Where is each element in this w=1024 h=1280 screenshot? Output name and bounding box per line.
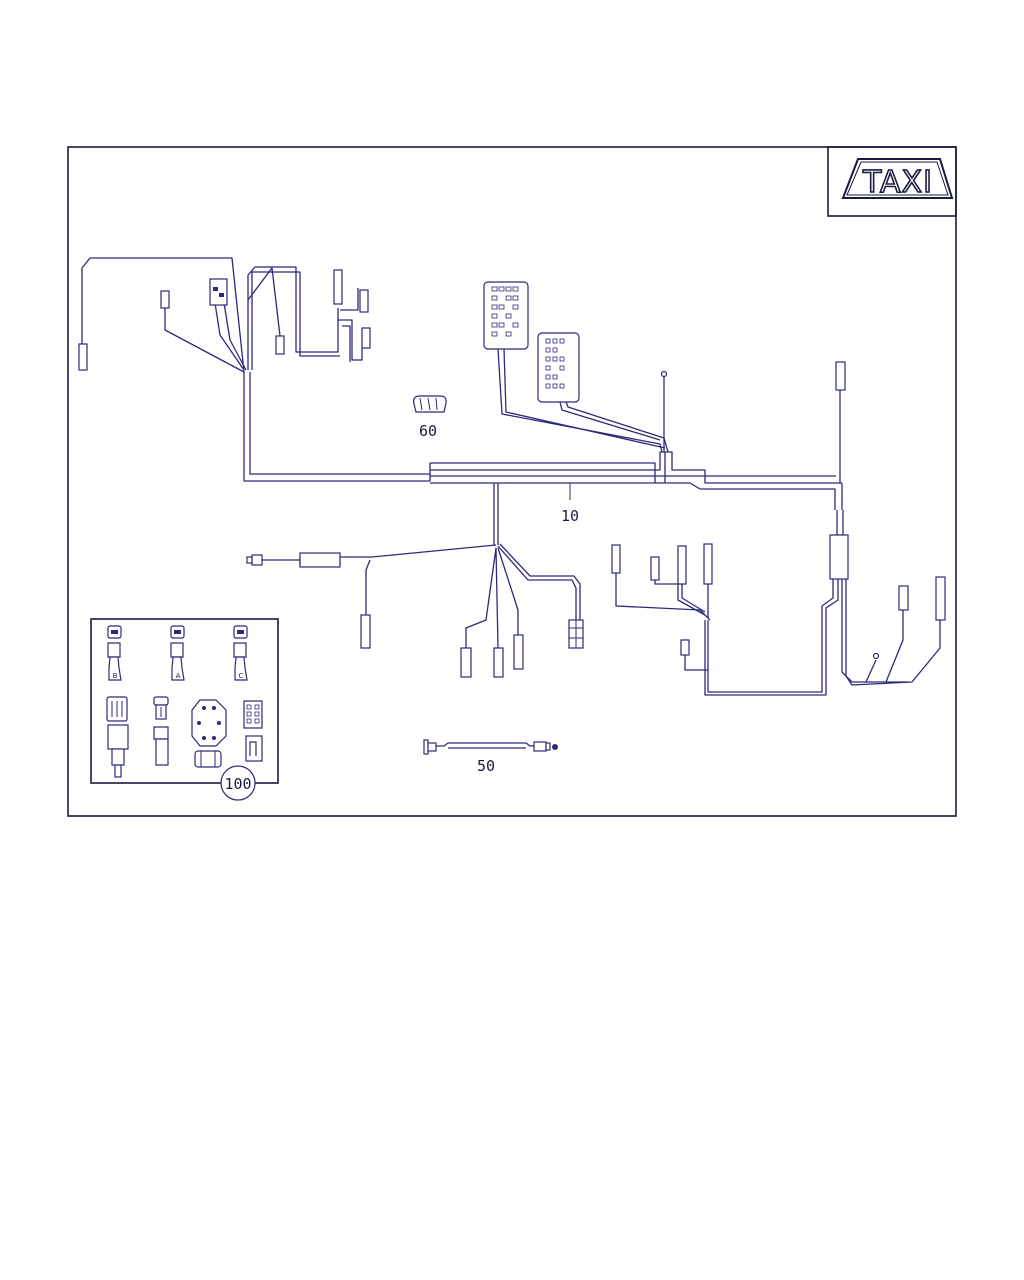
main-harness: [78, 257, 946, 696]
callout-60: 60: [419, 422, 437, 440]
diagram-frame: [67, 146, 957, 817]
cable-50: [423, 739, 558, 755]
kit-connector-c: [233, 625, 248, 681]
kit-connector-a: [170, 625, 185, 681]
taxi-badge: TAXI: [827, 146, 957, 217]
kit-letter-b: B: [113, 672, 118, 680]
callout-10: 10: [561, 507, 579, 525]
callout-100: 100: [224, 775, 251, 793]
kit-connector-b: [107, 625, 122, 681]
part-60-connector: [413, 395, 447, 413]
kit-letter-c: C: [239, 672, 244, 680]
callout-50: 50: [477, 757, 495, 775]
taxi-label: TAXI: [862, 165, 933, 200]
kit-letter-a: A: [176, 672, 181, 680]
connector-kit-100: B A C: [90, 618, 279, 801]
